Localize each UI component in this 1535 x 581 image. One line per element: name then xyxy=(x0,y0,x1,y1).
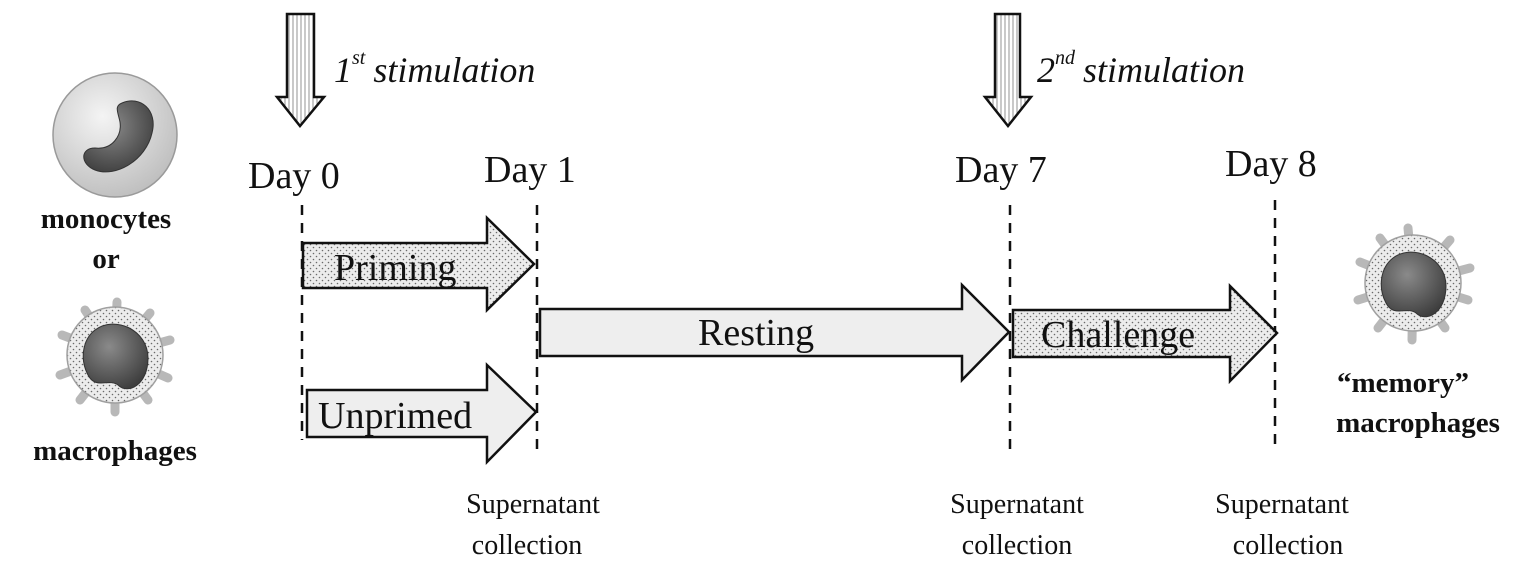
day-0-label: Day 0 xyxy=(248,155,340,197)
unprimed-arrow: Unprimed xyxy=(305,362,538,466)
day-7-label: Day 7 xyxy=(955,149,1047,191)
macrophages-label: macrophages xyxy=(33,435,197,467)
collection-3-line1: Supernatant xyxy=(1215,489,1349,520)
memory-macrophages-label: macrophages xyxy=(1336,407,1500,439)
macrophage-cell-icon xyxy=(55,297,175,417)
priming-arrow: Priming xyxy=(301,215,536,313)
first-stimulation-arrow-icon xyxy=(274,12,327,128)
collection-1-line2: collection xyxy=(472,530,582,561)
collection-2-line1: Supernatant xyxy=(950,489,1084,520)
or-label: or xyxy=(92,243,120,275)
monocyte-cell-icon xyxy=(52,72,178,198)
memory-macrophage-cell-icon xyxy=(1353,223,1475,345)
day-1-label: Day 1 xyxy=(484,149,576,191)
challenge-label: Challenge xyxy=(1041,314,1195,356)
collection-1-line1: Supernatant xyxy=(466,489,600,520)
challenge-arrow: Challenge xyxy=(1011,282,1279,385)
memory-label: “memory” xyxy=(1337,367,1469,399)
collection-2-line2: collection xyxy=(962,530,1072,561)
resting-arrow: Resting xyxy=(538,281,1011,384)
day-8-label: Day 8 xyxy=(1225,143,1317,185)
unprimed-label: Unprimed xyxy=(318,395,472,437)
priming-label: Priming xyxy=(334,247,456,289)
resting-label: Resting xyxy=(698,312,814,354)
second-stimulation-arrow-icon xyxy=(982,12,1034,129)
monocytes-label: monocytes xyxy=(41,203,171,235)
collection-3-line2: collection xyxy=(1233,530,1343,561)
